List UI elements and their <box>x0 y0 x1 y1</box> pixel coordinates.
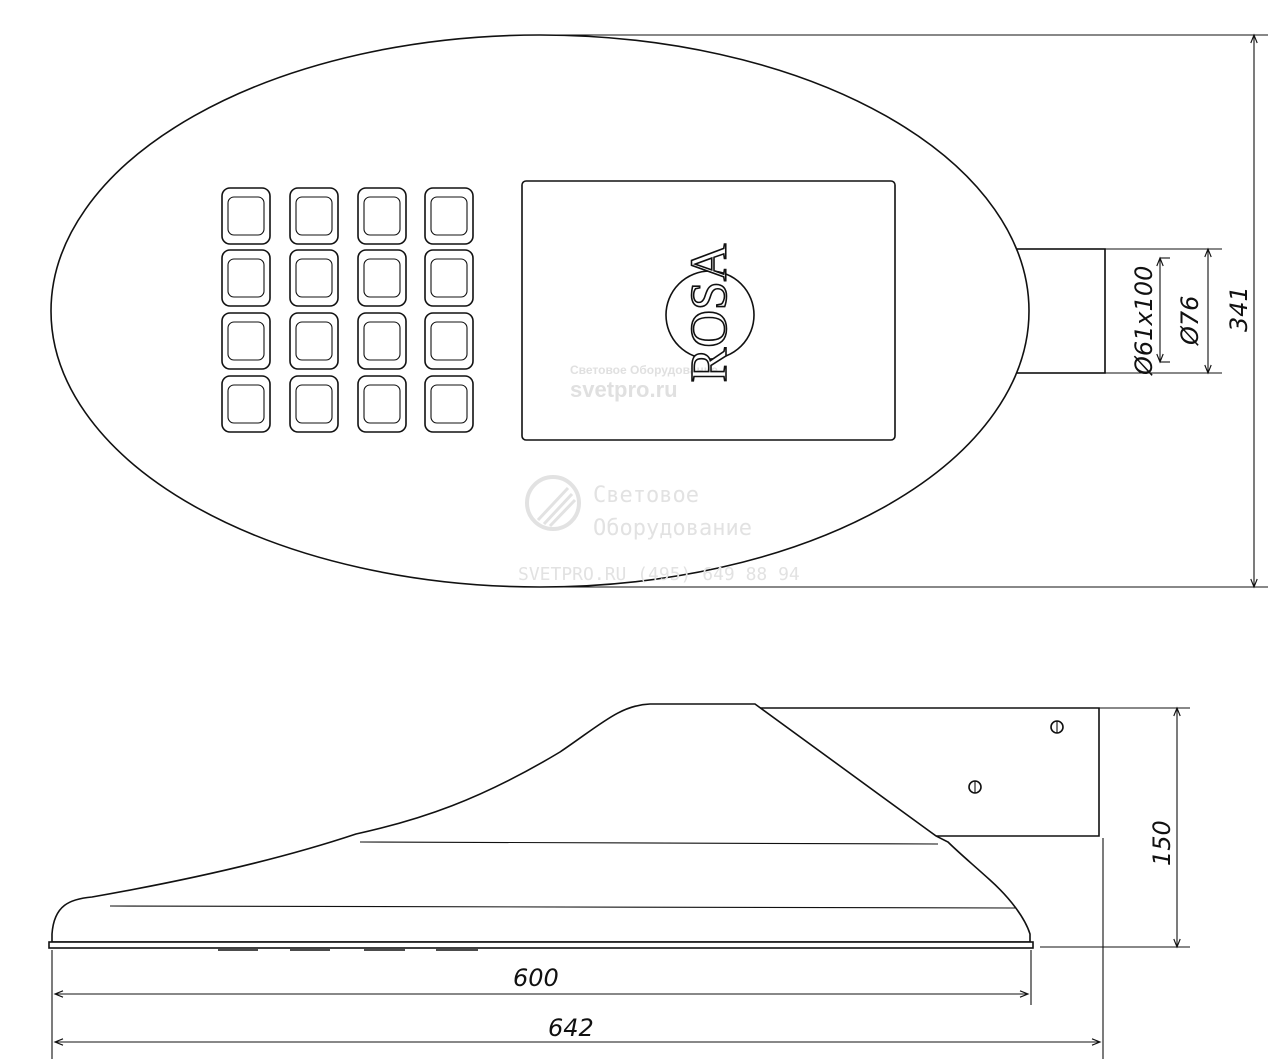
led-module <box>221 249 271 307</box>
led-lens <box>363 384 401 424</box>
diffuser-base <box>48 941 1034 949</box>
led-lens <box>227 196 265 236</box>
led-module <box>289 187 339 245</box>
dim-total-length: 642 <box>548 1014 594 1042</box>
dim-height-side: 150 <box>1148 820 1176 866</box>
dim-pipe-diameter: Ø76 <box>1176 296 1204 346</box>
watermark-line2: Оборудование <box>593 516 752 541</box>
side-view: 150 600 642 <box>48 703 1190 1059</box>
led-lens <box>430 321 468 361</box>
led-lens <box>430 196 468 236</box>
luminaire-body-top <box>50 34 1030 588</box>
led-module <box>289 249 339 307</box>
rosa-logo-text: ROSA <box>681 243 738 382</box>
led-module <box>424 187 474 245</box>
led-module <box>221 312 271 370</box>
led-lens <box>430 384 468 424</box>
luminaire-body-side <box>51 703 1031 943</box>
led-lens <box>295 196 333 236</box>
led-lens <box>295 258 333 298</box>
led-lens <box>227 321 265 361</box>
panel-watermark-text2: svetpro.ru <box>570 377 678 402</box>
led-lens <box>295 384 333 424</box>
watermark-line1: Световое <box>593 483 699 508</box>
dim-height-top: 341 <box>1225 286 1253 332</box>
watermark-footer: SVETPRO.RU (495) 649 88 94 <box>518 564 800 585</box>
led-module <box>357 312 407 370</box>
top-view: Световое Оборудование svetpro.ru ROSA Ø6… <box>50 33 1268 589</box>
led-module-grid <box>221 187 474 433</box>
led-module <box>357 375 407 433</box>
led-module <box>221 187 271 245</box>
led-module <box>357 249 407 307</box>
dim-inner-length: 600 <box>513 964 559 992</box>
led-lens <box>430 258 468 298</box>
led-module <box>424 249 474 307</box>
led-lens <box>227 258 265 298</box>
led-module <box>424 312 474 370</box>
led-module <box>289 312 339 370</box>
control-panel <box>521 180 896 441</box>
panel-watermark-text1: Световое Оборудование <box>570 363 718 377</box>
led-lens <box>295 321 333 361</box>
led-lens <box>363 258 401 298</box>
watermark: Световое Оборудование SVETPRO.RU (495) 6… <box>518 475 800 585</box>
led-module <box>424 375 474 433</box>
watermark-logo-icon <box>525 475 581 531</box>
led-module <box>357 187 407 245</box>
led-module <box>289 375 339 433</box>
rosa-logo: ROSA <box>665 242 755 383</box>
led-lens <box>227 384 265 424</box>
led-module <box>221 375 271 433</box>
dim-pipe-fit: Ø61x100 <box>1130 266 1158 376</box>
led-lens <box>363 321 401 361</box>
led-lens <box>363 196 401 236</box>
